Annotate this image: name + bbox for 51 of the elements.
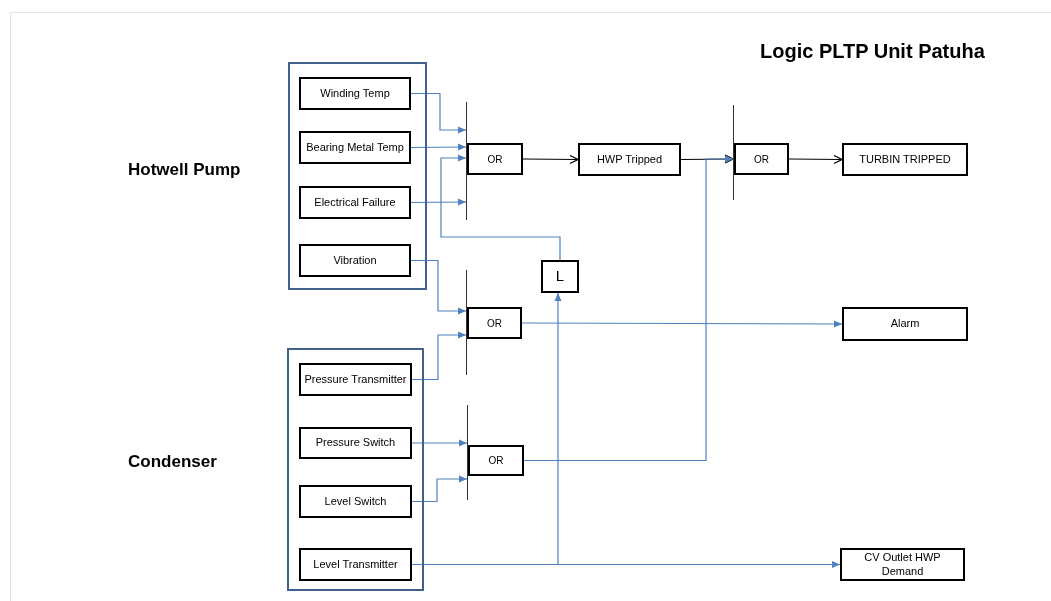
- box-label: Level Switch: [324, 494, 387, 509]
- box-label: Pressure Transmitter: [304, 372, 407, 387]
- connector-arrow: [411, 439, 468, 447]
- connector-arrow: [411, 475, 468, 503]
- connector-arrow: [410, 259, 467, 315]
- connector-arrow: [523, 155, 734, 462]
- box-label: L: [555, 267, 565, 286]
- box-label: TURBIN TRIPPED: [859, 152, 951, 167]
- box-label: Winding Temp: [320, 86, 390, 101]
- signal-box: [299, 186, 411, 219]
- or-gate: [733, 105, 789, 200]
- connector-arrow: [411, 331, 467, 381]
- signal-box: [299, 427, 412, 459]
- box-label: Alarm: [890, 317, 920, 331]
- latch-box: [541, 260, 579, 293]
- connector-arrow: [440, 154, 561, 261]
- box-label: Electrical Failure: [314, 195, 396, 210]
- signal-box: [299, 131, 411, 164]
- gate-label: OR: [754, 153, 769, 165]
- box-label: Pressure Switch: [315, 436, 396, 450]
- or-gate: [466, 102, 523, 220]
- signal-box: [299, 244, 411, 277]
- signal-box: [842, 307, 968, 341]
- signal-box: [578, 143, 681, 176]
- group-box: [288, 62, 427, 290]
- diagram-title: Logic PLTP Unit Patuha: [760, 40, 986, 63]
- signal-box: [299, 485, 412, 518]
- signal-box: [840, 548, 965, 581]
- gate-label: OR: [488, 455, 504, 466]
- group-label: Hotwell Pump: [128, 160, 241, 180]
- signal-box: [842, 143, 968, 176]
- signal-box: [299, 77, 411, 110]
- connector-arrow: [410, 143, 467, 151]
- group-box: [287, 348, 424, 591]
- box-label: Level Transmitter: [313, 557, 398, 572]
- connector-arrow: [521, 320, 843, 328]
- signal-box: [299, 363, 412, 396]
- box-label: Vibration: [333, 253, 377, 268]
- gate-label: OR: [487, 317, 502, 329]
- group-label: Condenser: [128, 452, 217, 472]
- connector-arrow: [522, 154, 579, 165]
- signal-box: [299, 548, 412, 581]
- gate-label: OR: [487, 153, 503, 165]
- box-label: CV Outlet HWP Demand: [863, 550, 942, 579]
- or-gate: [467, 405, 524, 500]
- connector-arrow: [410, 92, 467, 134]
- box-label: Bearing Metal Temp: [306, 140, 404, 155]
- box-label: HWP Tripped: [596, 152, 663, 167]
- connector-arrow: [410, 198, 467, 206]
- connector-arrow: [788, 154, 843, 164]
- or-gate: [466, 270, 522, 375]
